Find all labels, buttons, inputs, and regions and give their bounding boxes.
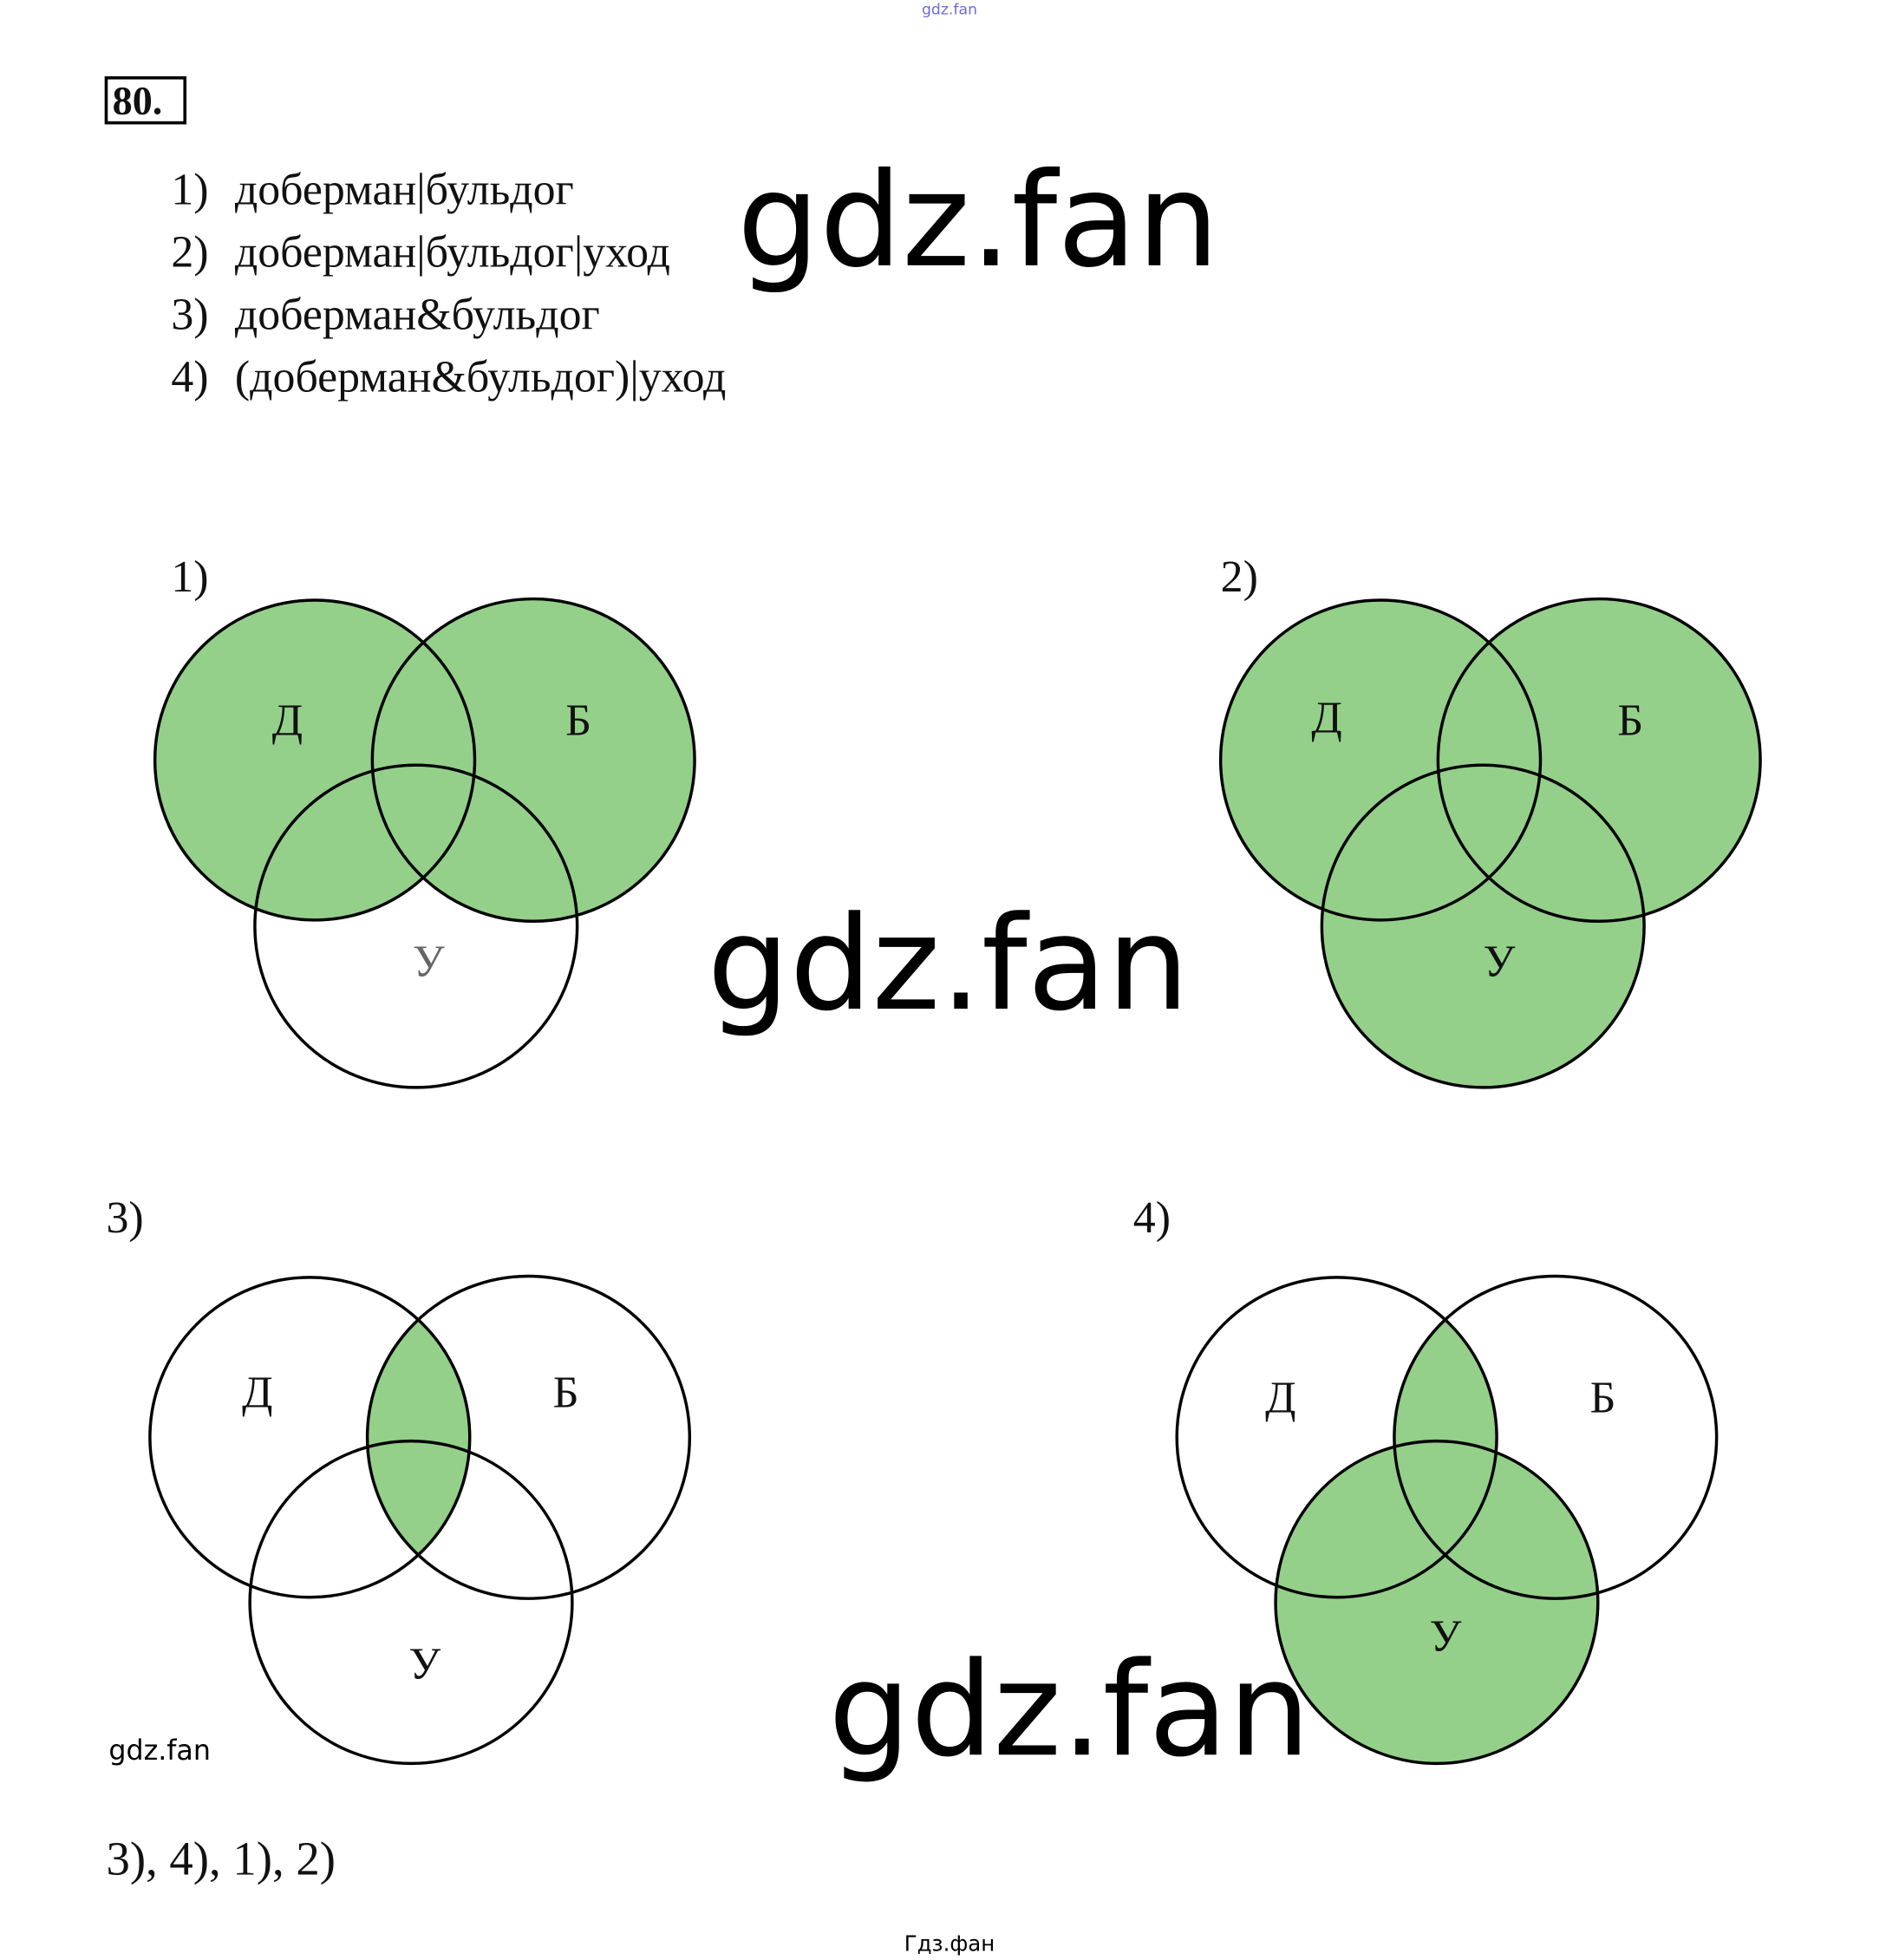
set-label-d: Д bbox=[242, 1369, 272, 1418]
query-number: 1) bbox=[171, 165, 208, 214]
venn-diagram-1: 1) Д Б У bbox=[153, 552, 696, 1089]
query-text: (доберман&бульдог)|уход bbox=[235, 352, 727, 402]
source-mark: gdz.fan bbox=[922, 1, 977, 18]
set-b-circle bbox=[370, 597, 696, 924]
set-b-circle bbox=[365, 1274, 692, 1600]
venn-diagram-4: 4) Д Б У bbox=[1133, 1193, 1719, 1766]
venn-diagram-3: 3) Д Б У bbox=[106, 1193, 692, 1766]
set-d-circle bbox=[1175, 1276, 1498, 1599]
venn-diagram-2: 2) Д Б У bbox=[1218, 552, 1762, 1089]
set-label-u: У bbox=[1484, 938, 1516, 987]
task-number: 80. bbox=[113, 79, 163, 123]
set-label-b: Б bbox=[1590, 1374, 1616, 1423]
set-label-d: Д bbox=[272, 696, 303, 746]
set-u-circle bbox=[253, 763, 579, 1089]
watermark: gdz.fan bbox=[828, 1635, 1310, 1786]
watermark: gdz.fan bbox=[707, 889, 1189, 1040]
diagram-label: 3) bbox=[106, 1193, 143, 1243]
set-d-circle bbox=[153, 598, 477, 922]
set-label-u: У bbox=[409, 1639, 441, 1689]
diagram-label: 2) bbox=[1221, 552, 1258, 602]
set-u-circle bbox=[1320, 763, 1646, 1089]
watermark-small: gdz.fan bbox=[108, 1735, 211, 1767]
query-text: доберман|бульдог|уход bbox=[235, 227, 670, 277]
set-d-circle bbox=[1218, 598, 1543, 922]
set-label-u: У bbox=[1430, 1612, 1462, 1662]
set-label-b: Б bbox=[1617, 696, 1643, 746]
set-label-b: Б bbox=[565, 696, 591, 746]
diagram-label: 4) bbox=[1133, 1193, 1171, 1243]
query-number: 2) bbox=[171, 227, 208, 277]
set-b-circle bbox=[1393, 1274, 1719, 1600]
set-label-d: Д bbox=[1311, 694, 1341, 743]
query-text: доберман|бульдог bbox=[235, 165, 574, 214]
answer-text: 3), 4), 1), 2) bbox=[106, 1833, 336, 1885]
diagram-label: 1) bbox=[171, 552, 208, 602]
query-text: доберман&бульдог bbox=[235, 290, 600, 339]
set-label-u: У bbox=[413, 938, 445, 987]
query-list: 1) доберман|бульдог 2) доберман|бульдог|… bbox=[171, 165, 726, 402]
set-u-circle bbox=[248, 1439, 574, 1766]
footer-mark: Гдз.фан bbox=[904, 1931, 995, 1956]
set-label-d: Д bbox=[1265, 1374, 1295, 1423]
watermark: gdz.fan bbox=[737, 146, 1219, 297]
query-number: 3) bbox=[171, 290, 208, 339]
query-number: 4) bbox=[171, 352, 208, 402]
set-label-b: Б bbox=[553, 1369, 579, 1418]
task-number-box: 80. bbox=[104, 75, 187, 125]
set-u-circle bbox=[1274, 1439, 1600, 1766]
set-d-circle bbox=[148, 1276, 472, 1599]
set-b-circle bbox=[1436, 597, 1762, 924]
